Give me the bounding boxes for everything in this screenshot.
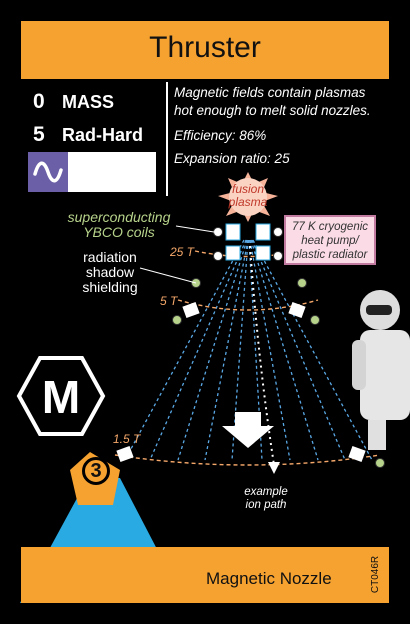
heatpump-line-1: 77 K cryogenic: [291, 221, 369, 233]
heatpump-label: 77 K cryogenic heat pump/ plastic radiat…: [284, 215, 376, 265]
field-25-label: 25 T: [170, 245, 195, 259]
description-line-1: Magnetic fields contain plasmas: [174, 85, 366, 100]
card-title: Thruster: [149, 31, 261, 64]
support-box: [28, 152, 156, 192]
expansion-text: Expansion ratio: 25: [174, 151, 290, 166]
bottom-bar: Magnetic Nozzle CT046R: [21, 547, 389, 603]
radhard-label: Rad-Hard: [62, 125, 144, 145]
radhard-value: 5: [33, 123, 45, 146]
shield-line-3: shielding: [82, 279, 138, 295]
fusion-label: fusion plasma: [224, 183, 272, 209]
description-line-2: hot enough to melt solid nozzles.: [174, 103, 371, 118]
heatpump-line-3: plastic radiator: [292, 249, 368, 261]
card-code: CT046R: [370, 555, 382, 594]
stats-divider: [166, 82, 168, 196]
coils: [116, 223, 385, 468]
field-lines: [124, 239, 373, 461]
coils-label: superconducting YBCO coils: [62, 210, 176, 240]
example-line-1: example: [244, 486, 288, 498]
coils-line-1: superconducting: [67, 209, 171, 225]
cost-badge: 3: [82, 457, 110, 485]
example-line-2: ion path: [245, 499, 287, 511]
field-5-label: 5 T: [160, 294, 178, 308]
efficiency-text: Efficiency: 86%: [174, 128, 267, 143]
field-15-label: 1.5 T: [113, 432, 141, 446]
title-bar: Thruster: [21, 21, 389, 79]
sine-wave-icon: [28, 152, 68, 192]
ion-arrow-icon: [268, 462, 280, 474]
leader-coils: [175, 225, 215, 233]
fusion-glow: [218, 172, 278, 222]
shield-label: radiation shadow shielding: [76, 250, 144, 295]
card-name: Magnetic Nozzle: [206, 569, 332, 588]
example-label: example ion path: [236, 486, 296, 512]
M-hexagon-icon: M: [16, 356, 106, 436]
astronaut-icon: [352, 290, 410, 450]
mass-value: 0: [33, 90, 45, 113]
mass-label: MASS: [62, 92, 115, 112]
fusion-line-1: fusion: [231, 182, 265, 196]
fusion-line-2: plasma: [228, 195, 268, 209]
heatpump-line-2: heat pump/: [301, 235, 359, 247]
exhaust-arrow-icon: [222, 412, 274, 448]
leader-shield: [139, 267, 197, 284]
coils-line-2: YBCO coils: [83, 224, 155, 240]
card-code-box: CT046R: [370, 551, 385, 599]
svg-text:M: M: [42, 371, 80, 423]
shield-line-1: radiation: [83, 249, 137, 265]
shield-line-2: shadow: [85, 264, 135, 280]
